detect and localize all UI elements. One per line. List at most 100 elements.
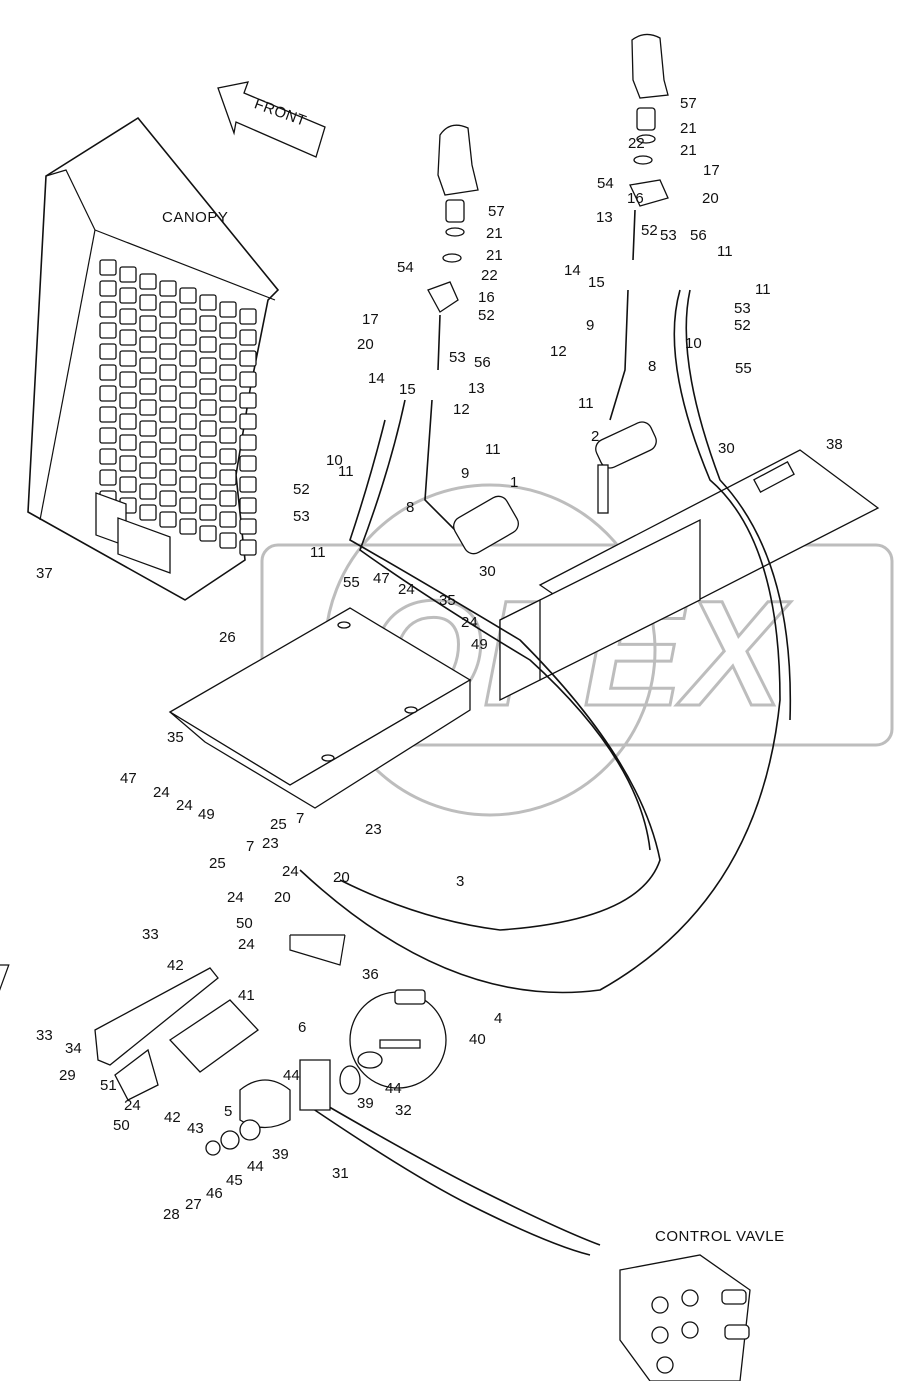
vent-slot [159,511,177,528]
part-callout-4: 4 [494,1010,502,1027]
vent-slot [119,413,137,430]
part-callout-13: 13 [596,209,613,226]
part-callout-8: 8 [406,499,414,516]
part-callout-41: 41 [238,987,255,1004]
vent-slot [99,385,117,402]
part-callout-11: 11 [338,463,354,480]
vent-slot [159,280,177,297]
vent-slot [159,490,177,507]
part-callout-23: 23 [365,821,382,838]
front-arrow: FRONT [217,81,326,158]
vent-slot [99,322,117,339]
control-valve-label: CONTROL VAVLE [655,1228,785,1245]
part-callout-7: 7 [246,838,254,855]
part-callout-44: 44 [283,1067,300,1084]
part-callout-20: 20 [702,190,719,207]
vent-slot [139,441,157,458]
vent-slot [179,518,197,535]
vent-slot [219,469,237,486]
part-callout-40: 40 [469,1031,486,1048]
vent-slot [139,336,157,353]
vent-slot [119,371,137,388]
vent-slot [239,371,257,388]
part-callout-2: 2 [591,428,599,445]
part-callout-6: 6 [298,1019,306,1036]
part-callout-11: 11 [578,395,594,412]
vent-slot [139,315,157,332]
vent-slot [219,322,237,339]
vent-slot [179,371,197,388]
part-callout-50: 50 [113,1117,130,1134]
part-callout-11: 11 [485,441,501,458]
part-callout-47: 47 [120,770,137,787]
vent-slot [159,343,177,360]
part-callout-53: 53 [660,227,677,244]
part-callout-52: 52 [478,307,495,324]
part-callout-42: 42 [167,957,184,974]
part-callout-49: 49 [471,636,488,653]
vent-slot [99,343,117,360]
part-callout-30: 30 [718,440,735,457]
vent-slot [179,329,197,346]
part-callout-24: 24 [176,797,193,814]
vent-slot [199,399,217,416]
part-callout-15: 15 [399,381,416,398]
vent-slot [219,406,237,423]
part-callout-24: 24 [282,863,299,880]
part-callout-12: 12 [550,343,567,360]
vent-slot [219,511,237,528]
part-callout-36: 36 [362,966,379,983]
part-callout-11: 11 [310,544,326,561]
part-callout-25: 25 [270,816,287,833]
vent-slot [119,266,137,283]
part-callout-21: 21 [486,225,503,242]
vent-slot [119,392,137,409]
part-callout-54: 54 [397,259,414,276]
part-callout-52: 52 [734,317,751,334]
part-callout-5: 5 [224,1103,232,1120]
vent-slot [179,287,197,304]
vent-slot [99,364,117,381]
part-callout-46: 46 [206,1185,223,1202]
part-callout-24: 24 [238,936,255,953]
vent-slot [99,469,117,486]
vent-slot [239,518,257,535]
part-callout-24: 24 [398,581,415,598]
part-callout-7: 7 [296,810,304,827]
part-callout-16: 16 [478,289,495,306]
part-callout-24: 24 [227,889,244,906]
part-callout-44: 44 [385,1080,402,1097]
vent-slot [239,308,257,325]
part-callout-3: 3 [456,873,464,890]
part-callout-56: 56 [690,227,707,244]
part-callout-11: 11 [755,281,771,298]
part-callout-35: 35 [439,592,456,609]
part-callout-51: 51 [100,1077,117,1094]
vent-slot [199,315,217,332]
part-callout-24: 24 [124,1097,141,1114]
vent-slot [139,357,157,374]
vent-slot [199,504,217,521]
part-callout-38: 38 [826,436,843,453]
part-callout-13: 13 [468,380,485,397]
part-callout-15: 15 [588,274,605,291]
part-callout-56: 56 [474,354,491,371]
vent-slot [179,476,197,493]
part-callout-31: 31 [332,1165,349,1182]
vent-slot [239,455,257,472]
vent-slot [119,329,137,346]
vent-slot [219,385,237,402]
part-callout-44: 44 [247,1158,264,1175]
part-callout-12: 12 [453,401,470,418]
part-callout-53: 53 [293,508,310,525]
vent-slot [99,301,117,318]
vent-slot [159,364,177,381]
vent-slot [179,350,197,367]
part-callout-21: 21 [680,120,697,137]
right-joystick [595,33,669,514]
part-callout-9: 9 [586,317,594,334]
vent-slot [99,427,117,444]
vent-slot [239,329,257,346]
